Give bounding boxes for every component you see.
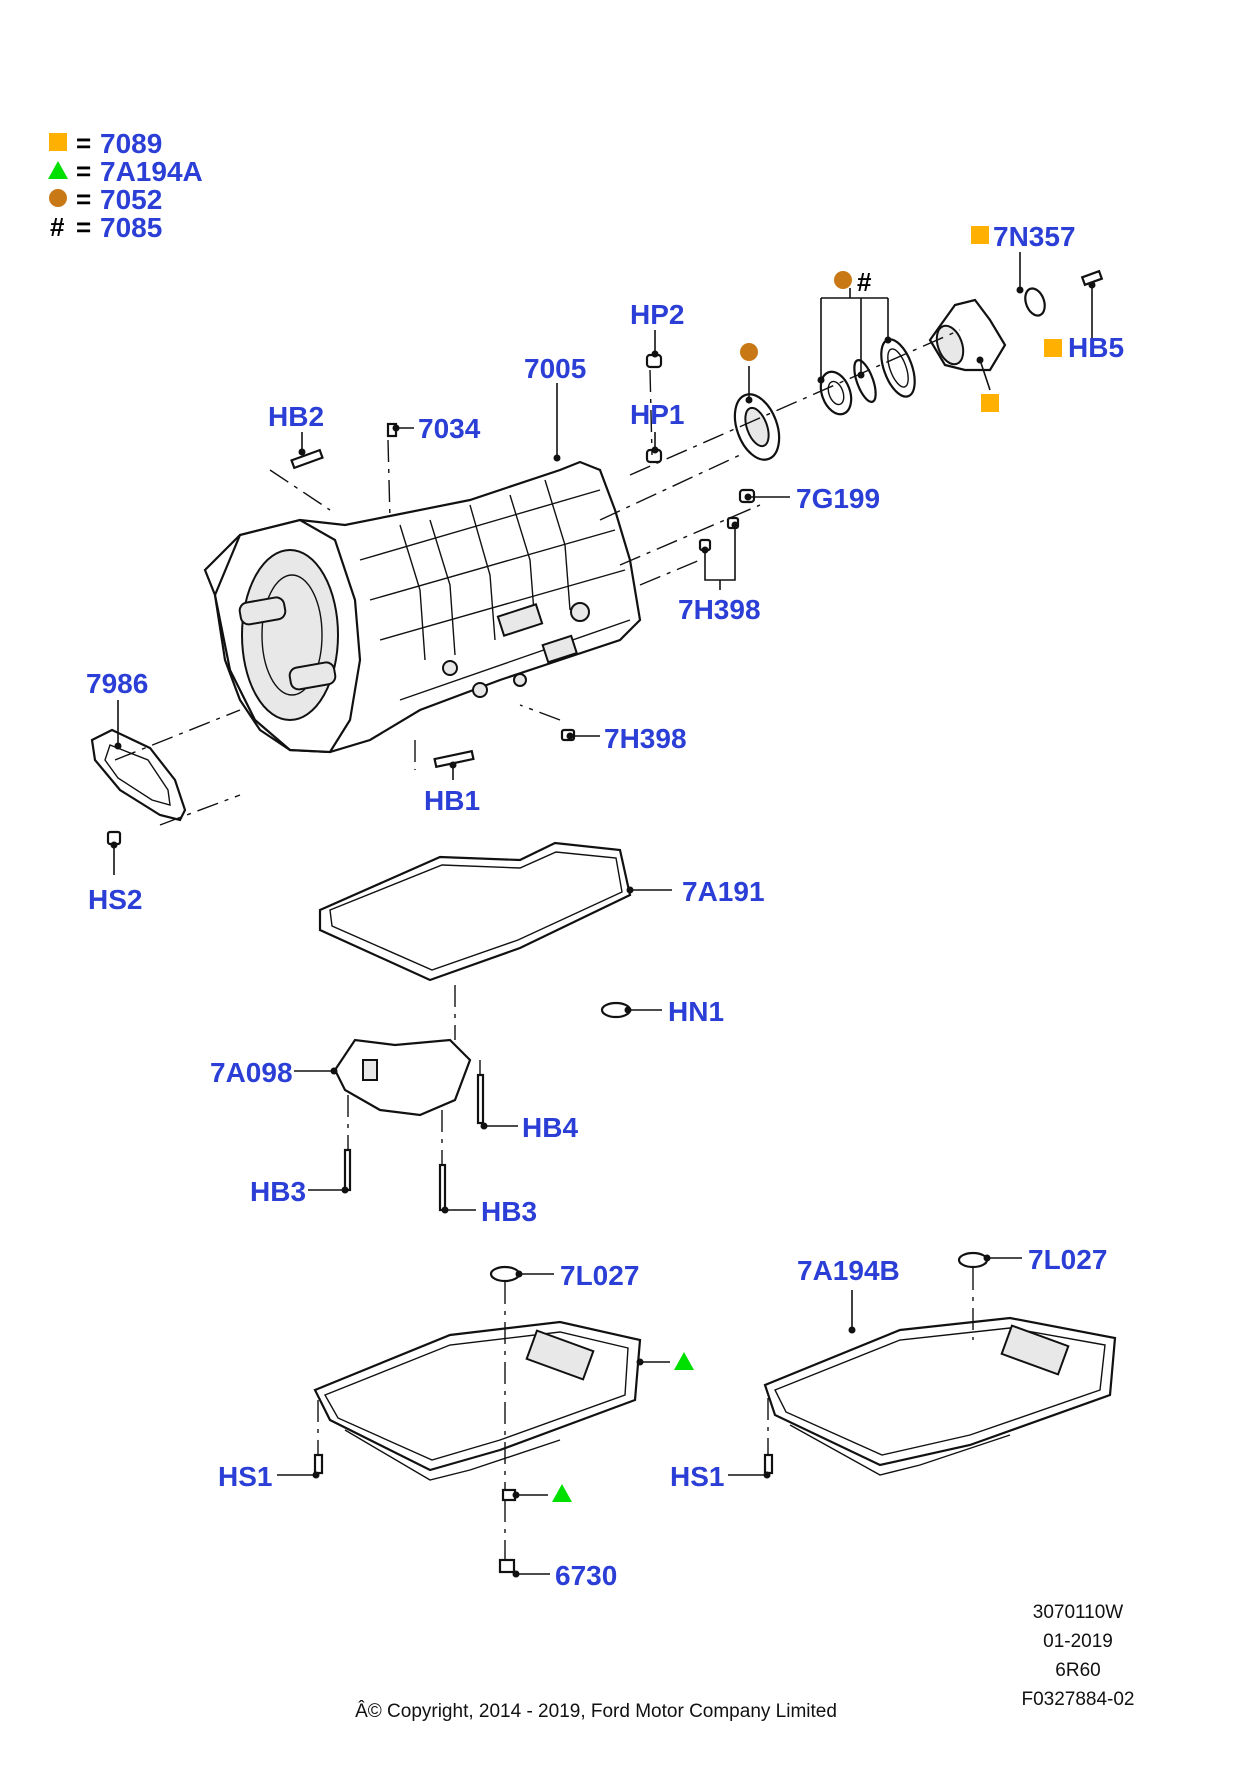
copyright-text: Â© Copyright, 2014 - 2019, Ford Motor Co… xyxy=(355,1700,837,1722)
label-HB5: HB5 xyxy=(1068,332,1124,363)
label-7034: 7034 xyxy=(418,413,481,444)
pan-gasket-7A191 xyxy=(318,841,632,982)
label-6730: 6730 xyxy=(555,1560,617,1591)
legend-square-symbol xyxy=(49,133,67,151)
label-HN1: HN1 xyxy=(668,996,724,1027)
gasket-7986 xyxy=(90,728,187,822)
ref-line-2: 01-2019 xyxy=(1043,1631,1113,1652)
legend-code-7085: 7085 xyxy=(100,212,162,243)
label-7986: 7986 xyxy=(86,668,148,699)
label-HB2: HB2 xyxy=(268,401,324,432)
oil-pan-left xyxy=(313,1265,642,1574)
label-HB4: HB4 xyxy=(522,1112,578,1143)
symbol-markers: # xyxy=(552,226,1062,1502)
square-marker-hb5 xyxy=(1044,339,1062,357)
legend-circle-symbol xyxy=(49,189,67,207)
label-HS1-left: HS1 xyxy=(218,1461,272,1492)
part-labels: 7N357 HB5 HP2 HP1 7005 HB2 7034 7G199 7H… xyxy=(86,221,1124,1591)
label-7005: 7005 xyxy=(524,353,586,384)
label-7A098: 7A098 xyxy=(210,1057,293,1088)
label-7A191: 7A191 xyxy=(682,876,765,907)
legend-code-7052: 7052 xyxy=(100,184,162,215)
label-HS2: HS2 xyxy=(88,884,142,915)
legend-equals: = xyxy=(76,156,91,186)
label-HB3-left: HB3 xyxy=(250,1176,306,1207)
leader-lines xyxy=(110,252,1096,1578)
triangle-marker-pan xyxy=(674,1352,694,1370)
label-7H398-bottom: 7H398 xyxy=(604,723,687,754)
assembly-lines xyxy=(114,329,974,1560)
ref-line-3: 6R60 xyxy=(1055,1660,1100,1681)
label-7A194B: 7A194B xyxy=(797,1255,900,1286)
label-HS1-right: HS1 xyxy=(670,1461,724,1492)
footer: 3070110W 01-2019 6R60 F0327884-02 Â© Cop… xyxy=(355,1602,1134,1722)
label-7N357: 7N357 xyxy=(993,221,1076,252)
legend-hash-symbol: # xyxy=(50,212,65,242)
label-7H398-top: 7H398 xyxy=(678,594,761,625)
ref-line-1: 3070110W xyxy=(1033,1602,1124,1623)
transmission-case-7005 xyxy=(203,460,642,754)
label-7L027-left: 7L027 xyxy=(560,1260,639,1291)
square-marker-7N357 xyxy=(971,226,989,244)
circle-marker-seal xyxy=(740,343,758,361)
legend: = 7089 = 7A194A = 7052 # = 7085 xyxy=(48,128,203,243)
legend-triangle-symbol xyxy=(48,161,68,179)
ref-line-4: F0327884-02 xyxy=(1021,1689,1134,1710)
label-HP2: HP2 xyxy=(630,299,684,330)
circle-marker-bearing xyxy=(834,271,852,289)
oil-pan-right xyxy=(763,1251,1117,1476)
legend-equals: = xyxy=(76,212,91,242)
triangle-marker-drain xyxy=(552,1484,572,1502)
oil-filter-7A098 xyxy=(333,1038,485,1212)
legend-equals: = xyxy=(76,184,91,214)
label-7L027-right: 7L027 xyxy=(1028,1244,1107,1275)
label-HB1: HB1 xyxy=(424,785,480,816)
square-marker-flange xyxy=(981,394,999,412)
label-7G199: 7G199 xyxy=(796,483,880,514)
legend-code-7089: 7089 xyxy=(100,128,162,159)
legend-code-7A194A: 7A194A xyxy=(100,156,203,187)
output-seal-group xyxy=(733,269,1104,461)
hash-marker-bearing: # xyxy=(857,267,872,297)
label-HB3-right: HB3 xyxy=(481,1196,537,1227)
legend-equals: = xyxy=(76,128,91,158)
label-HP1: HP1 xyxy=(630,399,684,430)
